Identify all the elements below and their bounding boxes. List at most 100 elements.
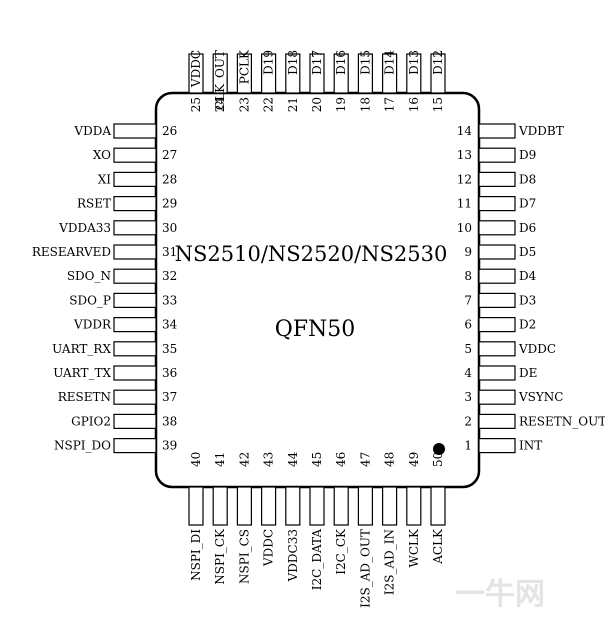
pin-43-label-vddc: VDDC	[262, 529, 276, 567]
pin-15-pad	[430, 53, 446, 94]
pin-number-6: 6	[464, 318, 472, 332]
pin-14-label-vddbt: VDDBT	[518, 124, 564, 138]
pin-32-pad	[113, 268, 157, 284]
pin-25-pad	[188, 53, 204, 94]
pin-number-47: 47	[358, 452, 372, 467]
pin-number-8: 8	[464, 269, 472, 283]
pin-number-9: 9	[464, 245, 472, 259]
pin-35-pad	[113, 341, 157, 357]
pin-number-36: 36	[162, 366, 177, 380]
pin-10-label-d6: D6	[519, 221, 536, 235]
pin-number-10: 10	[457, 221, 472, 235]
pin-2-label-resetn-out: RESETN_OUT	[519, 414, 605, 428]
pin-number-25: 25	[189, 97, 203, 112]
pin-42-label-nspi-cs: NSPI_CS	[237, 529, 251, 584]
pin-22-pad	[261, 53, 277, 94]
pin-number-7: 7	[464, 293, 472, 307]
pin-36-label-uart-tx: UART_TX	[53, 366, 111, 380]
pin-36-pad	[113, 365, 157, 381]
chip-part-numbers: NS2510/NS2520/NS2530	[175, 242, 448, 266]
pin-number-16: 16	[407, 97, 421, 112]
pin-number-3: 3	[464, 390, 472, 404]
pin-9-label-d5: D5	[519, 245, 536, 259]
pin-number-32: 32	[162, 269, 177, 283]
pin-21-label-d18: D18	[286, 50, 300, 75]
pin-11-label-d7: D7	[519, 197, 536, 211]
pin-45-pad	[309, 486, 325, 526]
pin-number-48: 48	[383, 452, 397, 467]
pin-40-pad	[188, 486, 204, 526]
pin-7-pad	[478, 292, 516, 308]
pin-42-pad	[236, 486, 252, 526]
pin-25-label-vddc: VDDC	[189, 50, 203, 88]
pin-number-40: 40	[189, 452, 203, 467]
pin-49-label-wclk: WCLK	[407, 528, 421, 567]
pin-14-pad	[478, 123, 516, 139]
pin-number-43: 43	[262, 452, 276, 467]
pin-44-pad	[285, 486, 301, 526]
pin-20-pad	[309, 53, 325, 94]
pin-46-label-i2c-ck: I2C_CK	[334, 528, 348, 575]
pin-number-28: 28	[162, 172, 177, 186]
pin-12-pad	[478, 171, 516, 187]
pin-number-49: 49	[407, 452, 421, 467]
pin-8-pad	[478, 268, 516, 284]
pin-48-label-i2s-ad-in: I2S_AD_IN	[383, 529, 397, 595]
watermark-logo: 一牛网	[455, 577, 545, 612]
chip-package-label: QFN50	[275, 317, 356, 342]
pin-18-pad	[357, 53, 373, 94]
pin-38-label-gpio2: GPIO2	[71, 414, 111, 428]
pin-30-pad	[113, 220, 157, 236]
pin-number-31: 31	[162, 245, 177, 259]
pin-45-label-i2c-data: I2C_DATA	[310, 529, 324, 591]
pin-number-12: 12	[457, 172, 472, 186]
pin-4-pad	[478, 365, 516, 381]
pin-22-label-d19: D19	[262, 50, 276, 75]
pin-47-label-i2s-ad-out: I2S_AD_OUT	[358, 529, 372, 608]
pin-33-pad	[113, 292, 157, 308]
pin-35-label-uart-rx: UART_RX	[52, 342, 111, 356]
pin-15-label-d12: D12	[431, 50, 445, 75]
pin-number-41: 41	[213, 452, 227, 467]
pin-16-pad	[406, 53, 422, 94]
pin-number-26: 26	[162, 124, 177, 138]
pin-8-label-d4: D4	[519, 269, 537, 283]
pin-number-29: 29	[162, 197, 177, 211]
pin-number-34: 34	[162, 318, 178, 332]
pin-11-pad	[478, 196, 516, 212]
pin-39-label-nspi-do: NSPI_DO	[54, 439, 111, 453]
pin-28-pad	[113, 171, 157, 187]
pin-27-pad	[113, 147, 157, 163]
pin-47-pad	[357, 486, 373, 526]
pin-number-27: 27	[162, 148, 177, 162]
pin-23-pad	[236, 53, 252, 94]
pin-9-pad	[478, 244, 516, 260]
pin-number-4: 4	[464, 366, 472, 380]
pin-31-label-researved: RESEARVED	[32, 245, 111, 259]
pin-3-label-vsync: VSYNC	[518, 390, 564, 404]
pin-29-pad	[113, 196, 157, 212]
pin-number-14: 14	[457, 124, 473, 138]
pin-24-pad	[212, 53, 228, 94]
right-pin-group: VDDBT14D913D812D711D610D59D48D37D26VDDC5…	[457, 123, 605, 454]
pin-34-label-vddr: VDDR	[73, 318, 112, 332]
chip-body	[154, 91, 481, 489]
pin-number-44: 44	[286, 451, 300, 467]
pin-10-pad	[478, 220, 516, 236]
pin-6-label-d2: D2	[519, 318, 536, 332]
pin-number-11: 11	[457, 197, 472, 211]
pin-39-pad	[113, 438, 157, 454]
pin-27-label-xo: XO	[93, 148, 111, 162]
pin-number-13: 13	[457, 148, 472, 162]
pin-50-label-aclk: ACLK	[431, 528, 445, 565]
pin-number-46: 46	[334, 452, 348, 467]
pin-number-1: 1	[464, 439, 472, 453]
pin-number-21: 21	[286, 97, 300, 112]
pin-number-23: 23	[237, 97, 251, 112]
pin-7-label-d3: D3	[519, 293, 536, 307]
pin-number-35: 35	[162, 342, 177, 356]
pin-number-17: 17	[383, 97, 397, 112]
pin-number-45: 45	[310, 452, 324, 467]
